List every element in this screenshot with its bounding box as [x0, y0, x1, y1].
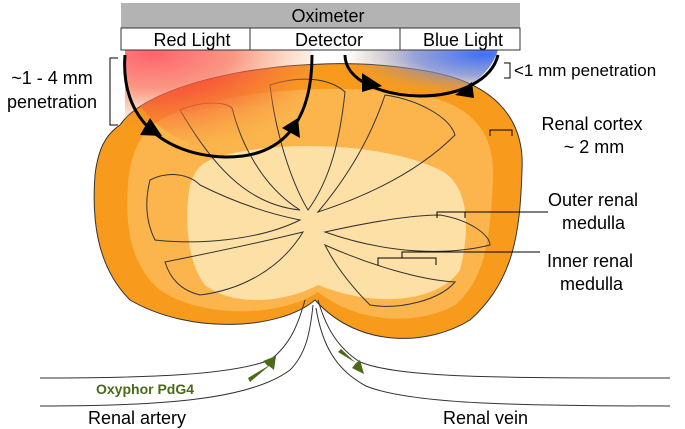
venous-flow-arrow — [338, 349, 364, 374]
blue-penetration-label: <1 mm penetration — [514, 61, 656, 80]
red-light-label: Red Light — [153, 30, 230, 50]
red-penetration-depth: ~1 - 4 mm — [11, 68, 93, 88]
renal-cortex-depth: ~ 2 mm — [564, 137, 625, 157]
inner-medulla-label-2: medulla — [560, 274, 624, 294]
red-arc-arrowhead-right — [282, 118, 300, 138]
outer-medulla-label-2: medulla — [562, 213, 626, 233]
oximeter-title: Oximeter — [291, 6, 364, 26]
oximeter-header — [121, 3, 520, 28]
renal-vessels — [39, 299, 671, 407]
red-light-path-arc — [123, 54, 314, 159]
renal-artery-label: Renal artery — [88, 408, 186, 428]
outer-medulla-label-1: Outer renal — [548, 190, 638, 210]
blue-arc-arrowhead-left — [362, 73, 382, 92]
renal-vein-lower — [315, 307, 671, 407]
oximeter-sensor-bar — [120, 27, 521, 51]
detector-label: Detector — [295, 30, 363, 50]
renal-cortex-label: Renal cortex — [541, 114, 642, 134]
outer-medulla-leader — [436, 211, 548, 218]
renal-artery-lower — [39, 304, 314, 407]
red-arc-arrowhead-left — [140, 118, 162, 136]
inner-medulla-region — [187, 146, 466, 300]
inner-medulla-label-1: Inner renal — [547, 251, 633, 271]
arterial-flow-arrow — [248, 356, 276, 382]
cortex-bracket — [489, 129, 513, 136]
oximeter-probe: Oximeter Red Light Detector Blue Light — [120, 3, 521, 51]
blue-penetration-bracket — [504, 62, 511, 79]
red-penetration-bracket — [109, 57, 118, 126]
red-light-source-area — [125, 50, 312, 130]
renal-vein-upper — [317, 299, 671, 379]
renal-artery-upper — [39, 299, 306, 379]
blue-light-path-arc — [343, 54, 500, 98]
tracer-label: Oxyphor PdG4 — [96, 381, 194, 397]
blue-light-penetration — [345, 50, 498, 96]
red-penetration-word: penetration — [7, 92, 97, 112]
renal-vein-label: Renal vein — [443, 408, 528, 428]
blue-arc-arrowhead-right — [455, 82, 474, 98]
inner-medulla-leader — [377, 251, 540, 265]
blue-light-label: Blue Light — [423, 30, 503, 50]
